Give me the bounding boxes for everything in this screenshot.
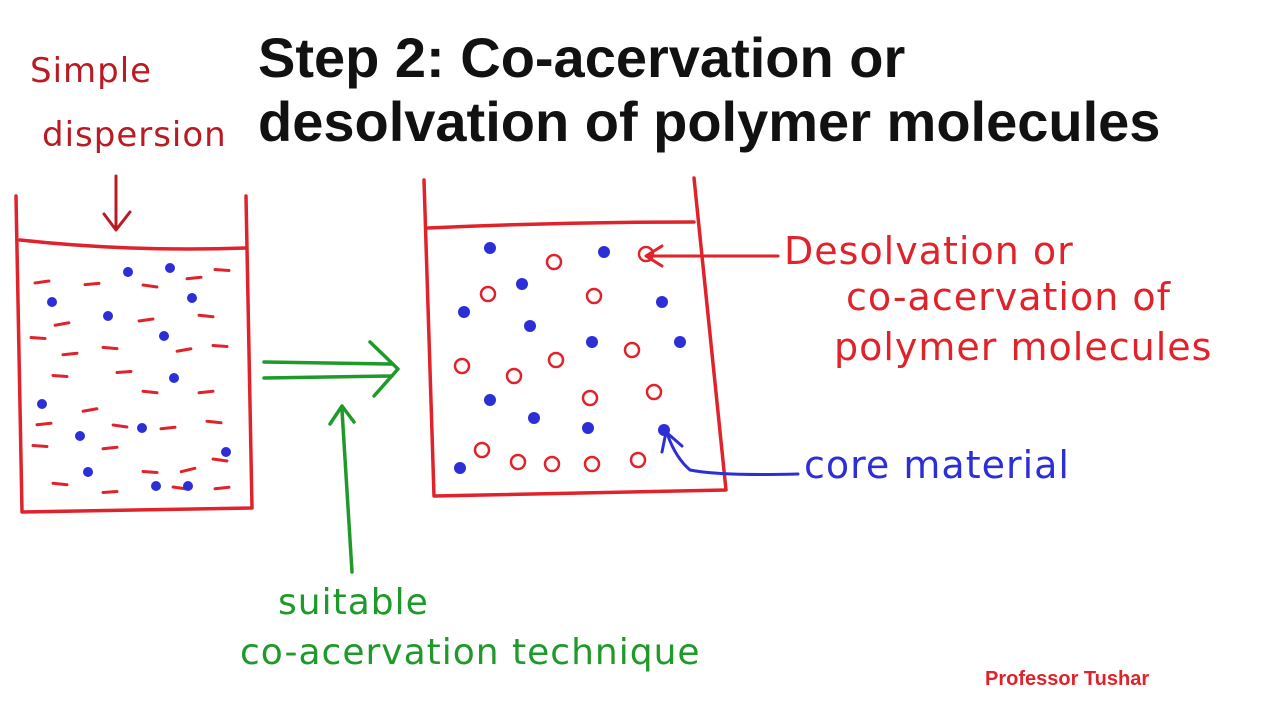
core-dot [582,422,594,434]
down-arrow [102,174,132,232]
polymer-dash [185,275,203,281]
slide-title-line-1: Step 2: Co-acervation or [258,26,906,89]
core-dot [83,467,93,477]
polymer-dash [51,481,69,487]
double-arrow [262,340,400,398]
coacervate-droplet [637,245,655,263]
coacervate-droplet [479,285,497,303]
coacervate-droplet [473,441,491,459]
polymer-dash [53,321,71,327]
core-dot [221,447,231,457]
core-dot [159,331,169,341]
polymer-dash [141,283,159,289]
core-dot [187,293,197,303]
core-dot [674,336,686,348]
coacervate-droplet [583,455,601,473]
polymer-dash [101,445,119,451]
technique-label-2: co-acervation technique [240,632,701,673]
core-dot [656,296,668,308]
coacervate-droplet [581,389,599,407]
core-dot [165,263,175,273]
polymer-dash [197,313,215,319]
coacervate-droplet [585,287,603,305]
polymer-dash [211,344,229,348]
polymer-dash [141,470,159,474]
polymer-dash [213,268,231,272]
right-beaker-particles [453,242,686,474]
core-dot [151,481,161,491]
core-dot [183,481,193,491]
coacervate-droplet [645,383,663,401]
desolvation-label-2: co-acervation of [846,275,1172,319]
core-dot [37,399,47,409]
left-beaker-liquid-surface [18,238,248,251]
coacervate-droplet [453,357,471,375]
left-beaker [14,194,254,514]
desolvation-label-3: polymer molecules [834,325,1212,369]
polymer-dash [211,457,229,463]
core-dot [516,278,528,290]
core-dot [524,320,536,332]
polymer-dash [51,374,69,378]
polymer-dash [213,485,231,491]
polymer-dash [175,347,193,353]
right-beaker-liquid-surface [426,220,696,230]
coacervate-droplet [543,455,561,473]
core-dot [169,373,179,383]
left-beaker-outline [14,194,254,514]
polymer-dash [111,423,129,429]
core-dot [484,242,496,254]
core-material-label: core material [804,443,1070,487]
polymer-dash [101,490,119,494]
core-dot [484,394,496,406]
polymer-dash [33,279,51,285]
polymer-dash [137,317,155,323]
polymer-dash [83,281,101,287]
core-dot [103,311,113,321]
desolvation-label-1: Desolvation or [784,229,1074,273]
polymer-dash [101,345,119,351]
core-dot [458,306,470,318]
coacervate-droplet [623,341,641,359]
core-dot [586,336,598,348]
coacervate-droplet [629,451,647,469]
polymer-dash [35,421,53,427]
polymer-dash [29,336,47,340]
desolvation-pointer [644,244,780,268]
core-dot [75,431,85,441]
simple-dispersion-label-1: Simple [30,51,152,91]
polymer-dash [159,425,177,431]
coacervate-droplet [509,453,527,471]
polymer-dash [31,444,49,448]
coacervate-droplet [547,351,565,369]
coacervate-droplet [505,367,523,385]
technique-label-1: suitable [278,582,429,623]
simple-dispersion-label-2: dispersion [42,115,227,155]
core-dot [528,412,540,424]
core-material-pointer [660,430,800,476]
polymer-dash [179,466,197,474]
coacervate-droplet [545,253,563,271]
left-beaker-dispersion [29,263,231,494]
polymer-dash [115,370,133,374]
core-dot [47,297,57,307]
polymer-dash [61,351,79,357]
polymer-dash [141,389,159,395]
core-dot [137,423,147,433]
core-dot [598,246,610,258]
polymer-dash [197,389,215,395]
slide-title-line-2: desolvation of polymer molecules [258,90,1161,153]
polymer-dash [205,419,223,425]
right-beaker-outline [422,176,728,498]
watermark: Professor Tushar [985,668,1150,690]
core-dot [454,462,466,474]
polymer-dash [81,407,99,413]
right-beaker [422,176,728,498]
up-arrow [328,404,356,574]
core-dot [123,267,133,277]
